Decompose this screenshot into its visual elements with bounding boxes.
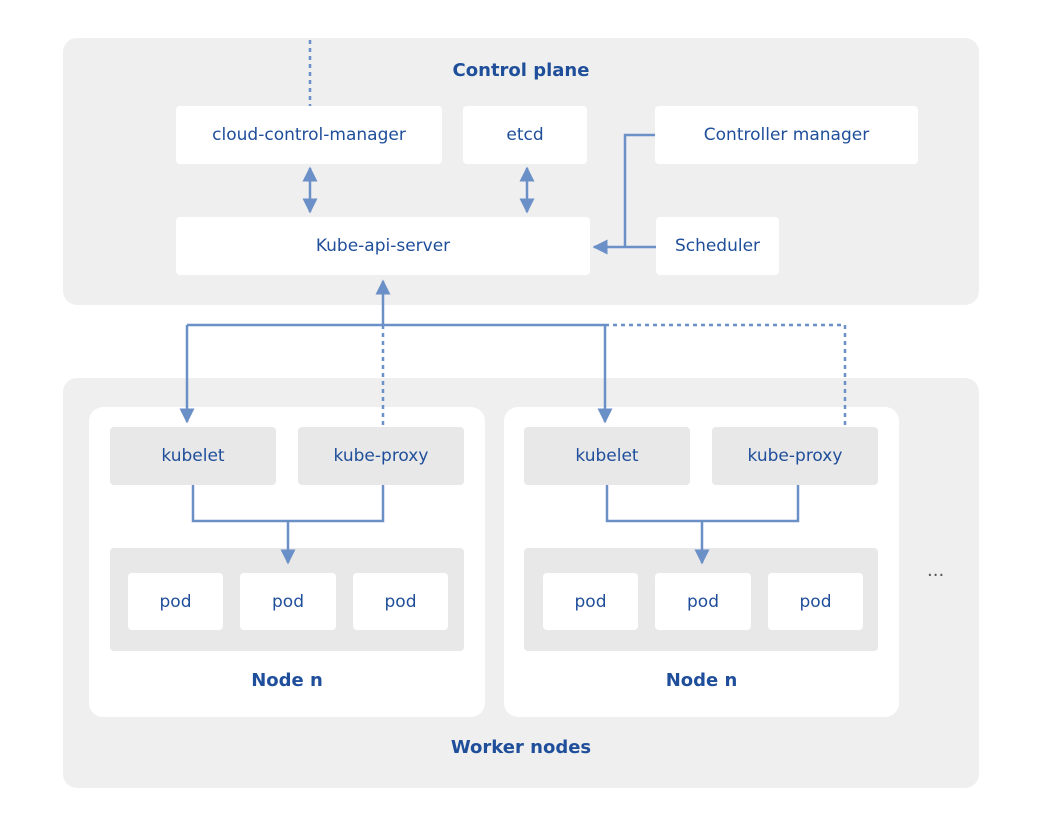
kube-proxy-box: kube-proxy — [298, 427, 464, 485]
pod-box: pod — [768, 573, 863, 630]
node-title: Node n — [251, 670, 323, 691]
scheduler-box: Scheduler — [656, 217, 779, 275]
kubelet-box: kubelet — [110, 427, 276, 485]
controller-manager-link — [623, 133, 655, 247]
control-plane-title: Control plane — [452, 60, 590, 81]
pod-box: pod — [240, 573, 336, 630]
kube-proxy-box: kube-proxy — [712, 427, 878, 485]
etcd-box: etcd — [463, 106, 587, 164]
pod-box: pod — [543, 573, 638, 630]
node2-merge — [605, 485, 800, 523]
more-nodes-ellipsis: ... — [927, 560, 945, 581]
pod-box: pod — [128, 573, 223, 630]
cloud-control-manager-box: cloud-control-manager — [176, 106, 442, 164]
worker-nodes-title: Worker nodes — [450, 737, 592, 758]
kubelet-box: kubelet — [524, 427, 690, 485]
pod-box: pod — [655, 573, 751, 630]
pod-box: pod — [353, 573, 448, 630]
node-title: Node n — [665, 670, 738, 691]
controller-manager-box: Controller manager — [655, 106, 918, 164]
kube-api-server-box: Kube-api-server — [176, 217, 590, 275]
node1-merge — [191, 485, 385, 523]
